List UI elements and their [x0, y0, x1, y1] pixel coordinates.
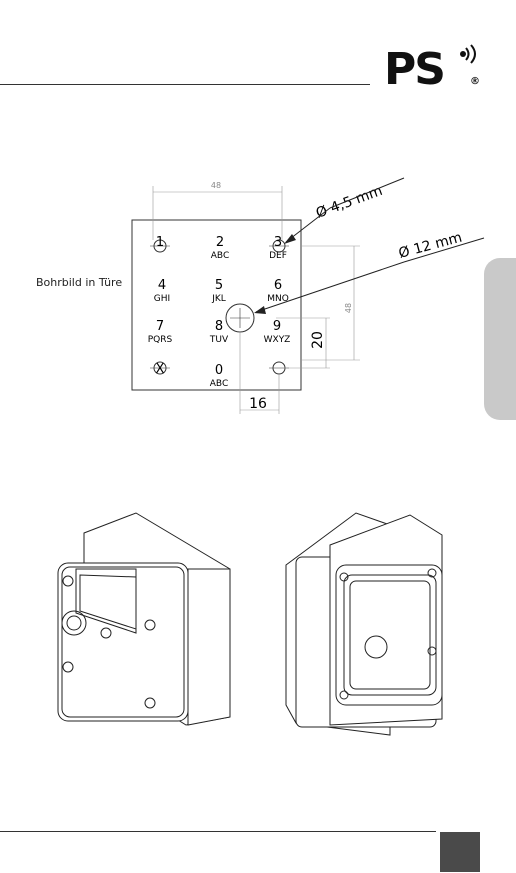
lock-illustration [40, 505, 500, 745]
lock-front-view [286, 513, 442, 735]
key-letters: ABC [211, 251, 229, 261]
key-letters: TUV [209, 335, 229, 345]
key-digit: 4 [158, 278, 166, 293]
key-digit: 3 [274, 235, 282, 250]
page-marker [440, 832, 480, 872]
key-letters: DEF [269, 251, 287, 261]
key-digit: 8 [215, 319, 223, 334]
key-letters: GHI [154, 294, 170, 304]
key-digit: 1 [156, 235, 164, 250]
keypad-layout: 1 2 ABC 3 DEF 4 GHI 5 JKL 6 MNO 7 PQRS 8… [148, 235, 291, 389]
lock-back-view [58, 513, 230, 725]
key-letters: WXYZ [264, 335, 291, 345]
key-letters: ABC [210, 379, 228, 389]
signal-wave-icon [471, 45, 475, 63]
key-digit: 5 [215, 278, 223, 293]
small-hole-callout: Ø 4,5 mm [314, 183, 385, 222]
drilling-template-drawing: 48 48 1 2 ABC 3 DEF 4 GHI 5 JKL 6 MNO 7 … [0, 170, 516, 430]
vertical-offset: 20 [310, 331, 326, 349]
height-dimension: 48 [344, 303, 353, 313]
key-digit: 0 [215, 363, 223, 378]
signal-wave-icon [466, 48, 469, 60]
key-letters: JKL [211, 294, 226, 304]
width-dimension: 48 [211, 181, 221, 190]
signal-dot-icon [460, 51, 466, 57]
logo-text: PS [384, 44, 444, 90]
key-letters: PQRS [148, 335, 173, 345]
header-rule [0, 84, 370, 85]
key-digit: 9 [273, 319, 281, 334]
ps-logo: PS ® [384, 40, 484, 90]
footer-rule [0, 831, 436, 832]
key-digit: 7 [156, 319, 164, 334]
horizontal-offset: 16 [249, 396, 267, 412]
large-hole-callout: Ø 12 mm [397, 230, 464, 262]
arrow-icon [254, 306, 266, 314]
key-digit: 2 [216, 235, 224, 250]
logo-registered-mark: ® [470, 76, 480, 87]
key-digit: 6 [274, 278, 282, 293]
key-digit: X [156, 362, 165, 377]
